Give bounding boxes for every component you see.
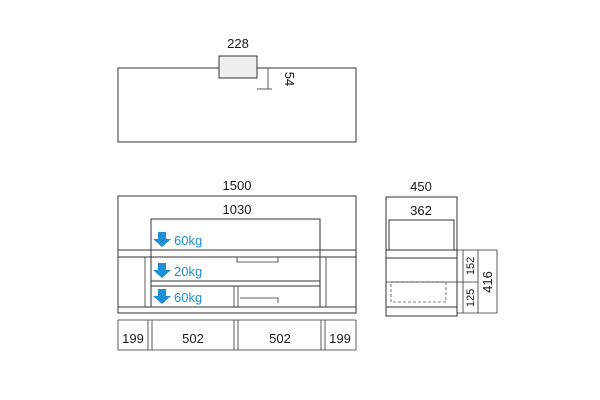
front-lower-pull: [240, 297, 279, 303]
bottom-width-center-left: 502: [182, 331, 204, 346]
shelf-load-label: 60kg: [174, 233, 202, 248]
side-top-shelf: [385, 249, 458, 259]
bottom-width-left: 199: [122, 331, 144, 346]
side-lower-box: [390, 281, 447, 303]
upper-clearance-label: 152: [465, 257, 477, 275]
shelf-load-bottom: 60kg: [153, 289, 202, 305]
bottom-width-right: 199: [329, 331, 351, 346]
cable-hole: [218, 55, 258, 79]
side-view: 450 362 152 125 416: [385, 179, 498, 317]
top-view: 228 54: [117, 36, 357, 143]
cable-hole-width-label: 228: [227, 36, 249, 51]
shelf-load-top: 60kg: [153, 232, 202, 248]
shelf-load-middle: 20kg: [153, 263, 202, 279]
shelf-load-label: 60kg: [174, 290, 202, 305]
front-view: 1500 1030 60kg 20kg 60kg 199 502 502 199: [117, 178, 357, 351]
side-inner-opening: [388, 219, 455, 251]
down-arrow-icon: [153, 289, 171, 304]
bottom-width-center-right: 502: [269, 331, 291, 346]
down-arrow-icon: [153, 263, 171, 278]
down-arrow-icon: [153, 232, 171, 247]
inner-depth-label: 362: [410, 203, 432, 218]
overall-depth-label: 450: [410, 179, 432, 194]
lower-clearance-label: 125: [465, 289, 477, 307]
shelf-load-label: 20kg: [174, 264, 202, 279]
front-top-pull: [236, 257, 279, 263]
top-view-outline: [117, 67, 357, 143]
inner-width-label: 1030: [223, 202, 252, 217]
front-middle-shelf: [150, 280, 321, 287]
cable-hole-depth-label: 54: [282, 72, 297, 86]
overall-height-label: 416: [480, 271, 495, 293]
side-base: [385, 306, 458, 317]
overall-width-label: 1500: [223, 178, 252, 193]
front-base-plinth: [117, 306, 357, 314]
